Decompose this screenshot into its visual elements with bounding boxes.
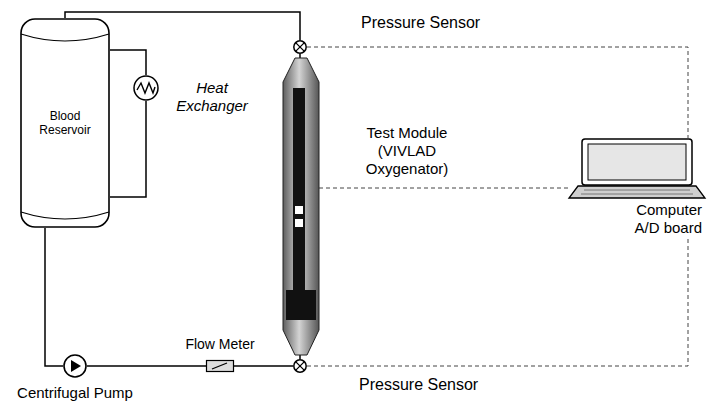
oxygenator: Test Module (VIVLAD Oxygenator) <box>283 58 319 355</box>
blood-line <box>299 54 301 58</box>
blood-reservoir: Blood Reservoir <box>20 18 110 228</box>
blood-line <box>234 365 293 367</box>
pressure-sensor: Pressure Sensor <box>293 359 307 373</box>
blood-line <box>87 365 206 367</box>
node-label: Heat Exchanger <box>169 79 255 115</box>
oxygenator-module <box>283 58 319 355</box>
centrifugal-pump: Centrifugal Pump <box>63 354 87 378</box>
blood-line <box>45 228 63 366</box>
node-label: Computer A/D board <box>612 201 702 237</box>
signal-line <box>319 188 568 189</box>
node-label: Test Module (VIVLAD Oxygenator) <box>355 124 459 178</box>
node-label: Flow Meter <box>170 336 270 353</box>
pump-symbol <box>63 354 87 378</box>
flow-meter-symbol <box>206 360 234 372</box>
node-label: Centrifugal Pump <box>8 384 142 402</box>
heat-exchanger: Heat Exchanger <box>133 75 159 101</box>
blood-line <box>299 355 301 359</box>
node-label: Blood Reservoir <box>20 109 110 138</box>
pressure-sensor-symbol <box>293 40 307 54</box>
node-label: Pressure Sensor <box>359 375 478 394</box>
pressure-sensor: Pressure Sensor <box>293 40 307 54</box>
pressure-sensor-symbol <box>293 359 307 373</box>
flow-meter: Flow Meter <box>206 360 234 372</box>
loop-line <box>110 101 146 197</box>
signal-line <box>307 47 688 138</box>
loop-line <box>110 50 146 75</box>
heat-exchanger-symbol <box>133 75 159 101</box>
node-label: Pressure Sensor <box>361 13 480 32</box>
signal-line <box>307 238 688 366</box>
computer: Computer A/D board <box>568 138 706 238</box>
